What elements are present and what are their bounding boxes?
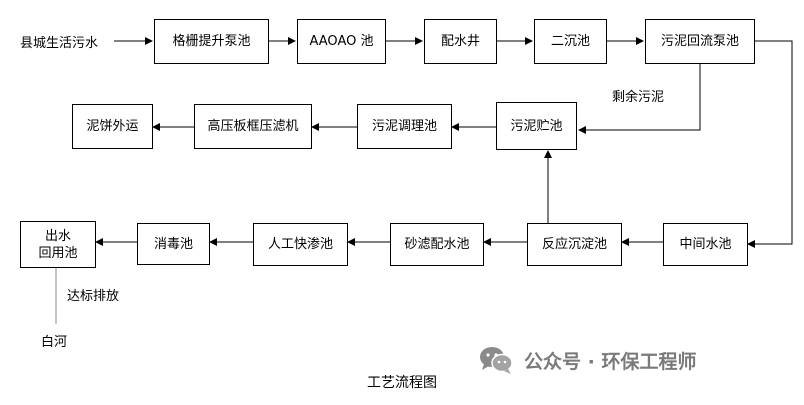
outlet-line2: 回用池 — [38, 245, 78, 261]
node-sludge-conditioning: 污泥调理池 — [357, 104, 452, 149]
wechat-icon — [480, 347, 513, 374]
node-distribution-well: 配水井 — [424, 19, 497, 64]
node-sludge-storage: 污泥贮池 — [496, 102, 577, 150]
node-filter-press: 高压板框压滤机 — [194, 104, 312, 149]
outlet-line1: 出水 — [44, 228, 71, 244]
node-outlet-reuse: 出水 回用池 — [20, 221, 96, 268]
discharge-label: 达标排放 — [67, 289, 120, 304]
excess-sludge-label: 剩余污泥 — [612, 90, 665, 105]
node-sludge-cake-out: 泥饼外运 — [72, 104, 153, 149]
node-intermediate-tank: 中间水池 — [663, 223, 748, 266]
node-secondary-clarifier: 二沉池 — [534, 19, 607, 64]
node-sand-filter-tank: 砂滤配水池 — [390, 223, 484, 266]
node-disinfection: 消毒池 — [137, 223, 210, 265]
arrow-return-to-storage — [578, 64, 701, 134]
watermark-text: 公众号 · 环保工程师 — [524, 350, 697, 373]
diagram-title: 工艺流程图 — [367, 375, 437, 391]
watermark: 公众号 · 环保工程师 — [478, 340, 696, 380]
source-label: 县城生活污水 — [20, 36, 99, 51]
node-rapid-infiltration: 人工快渗池 — [253, 223, 348, 266]
destination-label: 白河 — [41, 335, 68, 350]
arrow-return-to-intermediate — [747, 40, 793, 248]
node-sludge-return-pump: 污泥回流泵池 — [645, 19, 755, 64]
node-aaoao: AAOAO 池 — [297, 19, 386, 64]
node-reaction-settling: 反应沉淀池 — [527, 223, 622, 266]
node-grille-pump: 格栅提升泵池 — [154, 19, 269, 64]
